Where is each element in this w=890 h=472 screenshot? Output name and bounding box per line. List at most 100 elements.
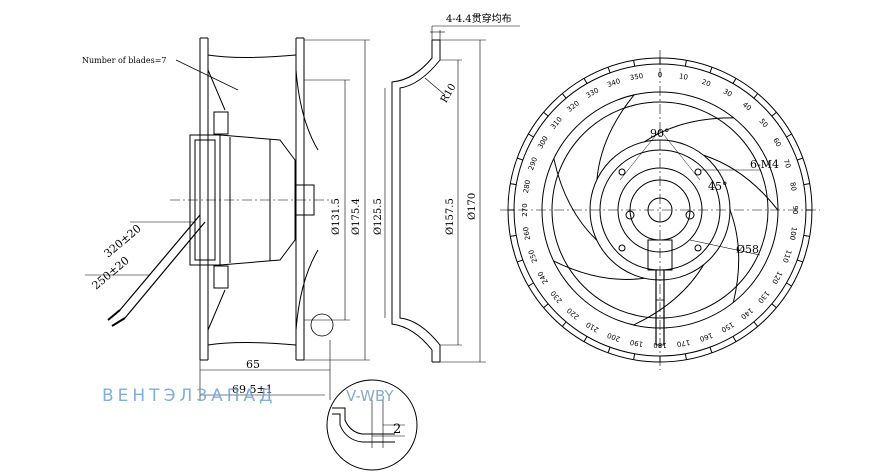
scale-tick: [561, 93, 567, 99]
scale-tick: [516, 259, 523, 263]
scale-tick: [543, 303, 549, 309]
r10-label: R10: [439, 82, 459, 105]
scale-label: 310: [549, 116, 564, 131]
detail2-label: 2: [393, 422, 401, 437]
scale-label: 90: [791, 206, 799, 215]
front-view: [500, 50, 820, 370]
d58-label: Ø58: [736, 243, 759, 256]
scale-tick: [684, 353, 687, 360]
scale-tick: [709, 347, 713, 354]
scale-label: 30: [722, 87, 734, 98]
scale-label: 160: [699, 331, 714, 343]
blades-label: Number of blades=7: [82, 56, 166, 65]
scale-tick: [771, 111, 777, 117]
scale-label: 100: [788, 226, 798, 241]
d157-label: Ø157.5: [445, 198, 456, 235]
scale-label: 230: [549, 289, 564, 304]
m4-label: 6-M4: [750, 158, 779, 171]
d175-label: Ø175.4: [351, 198, 362, 235]
scale-label: 200: [606, 331, 621, 343]
scale-label: 280: [522, 179, 532, 194]
scale-tick: [528, 133, 534, 138]
scale-tick: [607, 347, 611, 354]
scale-label: 240: [536, 270, 550, 286]
scale-label: 210: [585, 320, 601, 334]
scale-label: 170: [676, 338, 691, 348]
d125-label: Ø125.5: [373, 198, 384, 235]
dim69-label: 69.5±1: [232, 383, 273, 396]
scale-label: 320: [566, 99, 581, 114]
scale-tick: [684, 60, 687, 67]
side-view: [85, 37, 370, 400]
detail-view: [326, 379, 418, 471]
scale-label: 330: [585, 86, 601, 100]
d170-label: Ø170: [467, 193, 478, 220]
scale-tick: [583, 78, 588, 84]
scale-tick: [771, 303, 777, 309]
impeller-blades: [553, 94, 779, 326]
scale-label: 350: [629, 72, 644, 82]
scale-tick: [753, 321, 759, 327]
dim65-label: 65: [246, 358, 260, 371]
angle90-label: 90°: [650, 127, 670, 140]
scale-tick: [803, 183, 810, 186]
scale-label: 290: [527, 156, 539, 171]
scale-tick: [633, 353, 636, 360]
scale-label: 270: [521, 203, 529, 216]
impeller-blade: [553, 158, 598, 241]
scale-tick: [753, 93, 759, 99]
scale-label: 180: [653, 341, 666, 349]
scale-tick: [510, 183, 517, 186]
scale-label: 300: [536, 135, 550, 151]
scale-tick: [510, 234, 517, 237]
company-watermark: ВЕНТЭЛЗАПАД: [102, 386, 277, 406]
angle45-label: 45°: [708, 180, 728, 193]
scale-label: 10: [678, 72, 688, 81]
angle-scale-ticks: [508, 58, 812, 362]
scale-tick: [516, 157, 523, 161]
scale-label: 150: [720, 320, 736, 334]
scale-tick: [607, 66, 611, 73]
impeller-blade: [596, 94, 635, 180]
scale-tick: [786, 282, 792, 287]
scale-tick: [709, 66, 713, 73]
cable250-label: 250±20: [90, 254, 132, 292]
impeller-blade: [644, 117, 734, 143]
scale-tick: [732, 78, 737, 84]
scale-label: 260: [522, 226, 532, 241]
scale-label: 70: [782, 158, 793, 169]
scale-label: 0: [658, 71, 662, 79]
holes-label: 4-4.4贯穿均布: [446, 12, 512, 25]
scale-label: 250: [527, 249, 539, 264]
scale-tick: [797, 157, 804, 161]
scale-label: 80: [788, 181, 797, 191]
scale-label: 60: [771, 137, 782, 149]
scale-label: 110: [781, 249, 793, 264]
scale-label: 50: [757, 117, 769, 129]
scale-label: 120: [770, 270, 784, 286]
flange-section: [384, 25, 520, 363]
scale-tick: [732, 336, 737, 342]
scale-label: 220: [566, 306, 581, 321]
model-watermark: V-WBY: [346, 387, 394, 405]
scale-label: 340: [606, 77, 621, 89]
scale-label: 190: [629, 338, 644, 348]
scale-tick: [583, 336, 588, 342]
impeller-blade: [703, 154, 779, 211]
impeller-blade: [729, 209, 740, 303]
impeller-blade: [553, 260, 645, 280]
scale-tick: [543, 111, 549, 117]
scale-tick: [633, 60, 636, 67]
scale-label: 130: [756, 289, 771, 304]
scale-label: 20: [701, 78, 712, 89]
scale-tick: [797, 259, 804, 263]
scale-tick: [528, 282, 534, 287]
impeller-blade: [633, 264, 705, 326]
scale-tick: [786, 133, 792, 138]
scale-label: 40: [741, 101, 753, 113]
d131-label: Ø131.5: [331, 198, 342, 235]
scale-label: 140: [739, 306, 754, 321]
scale-tick: [803, 234, 810, 237]
